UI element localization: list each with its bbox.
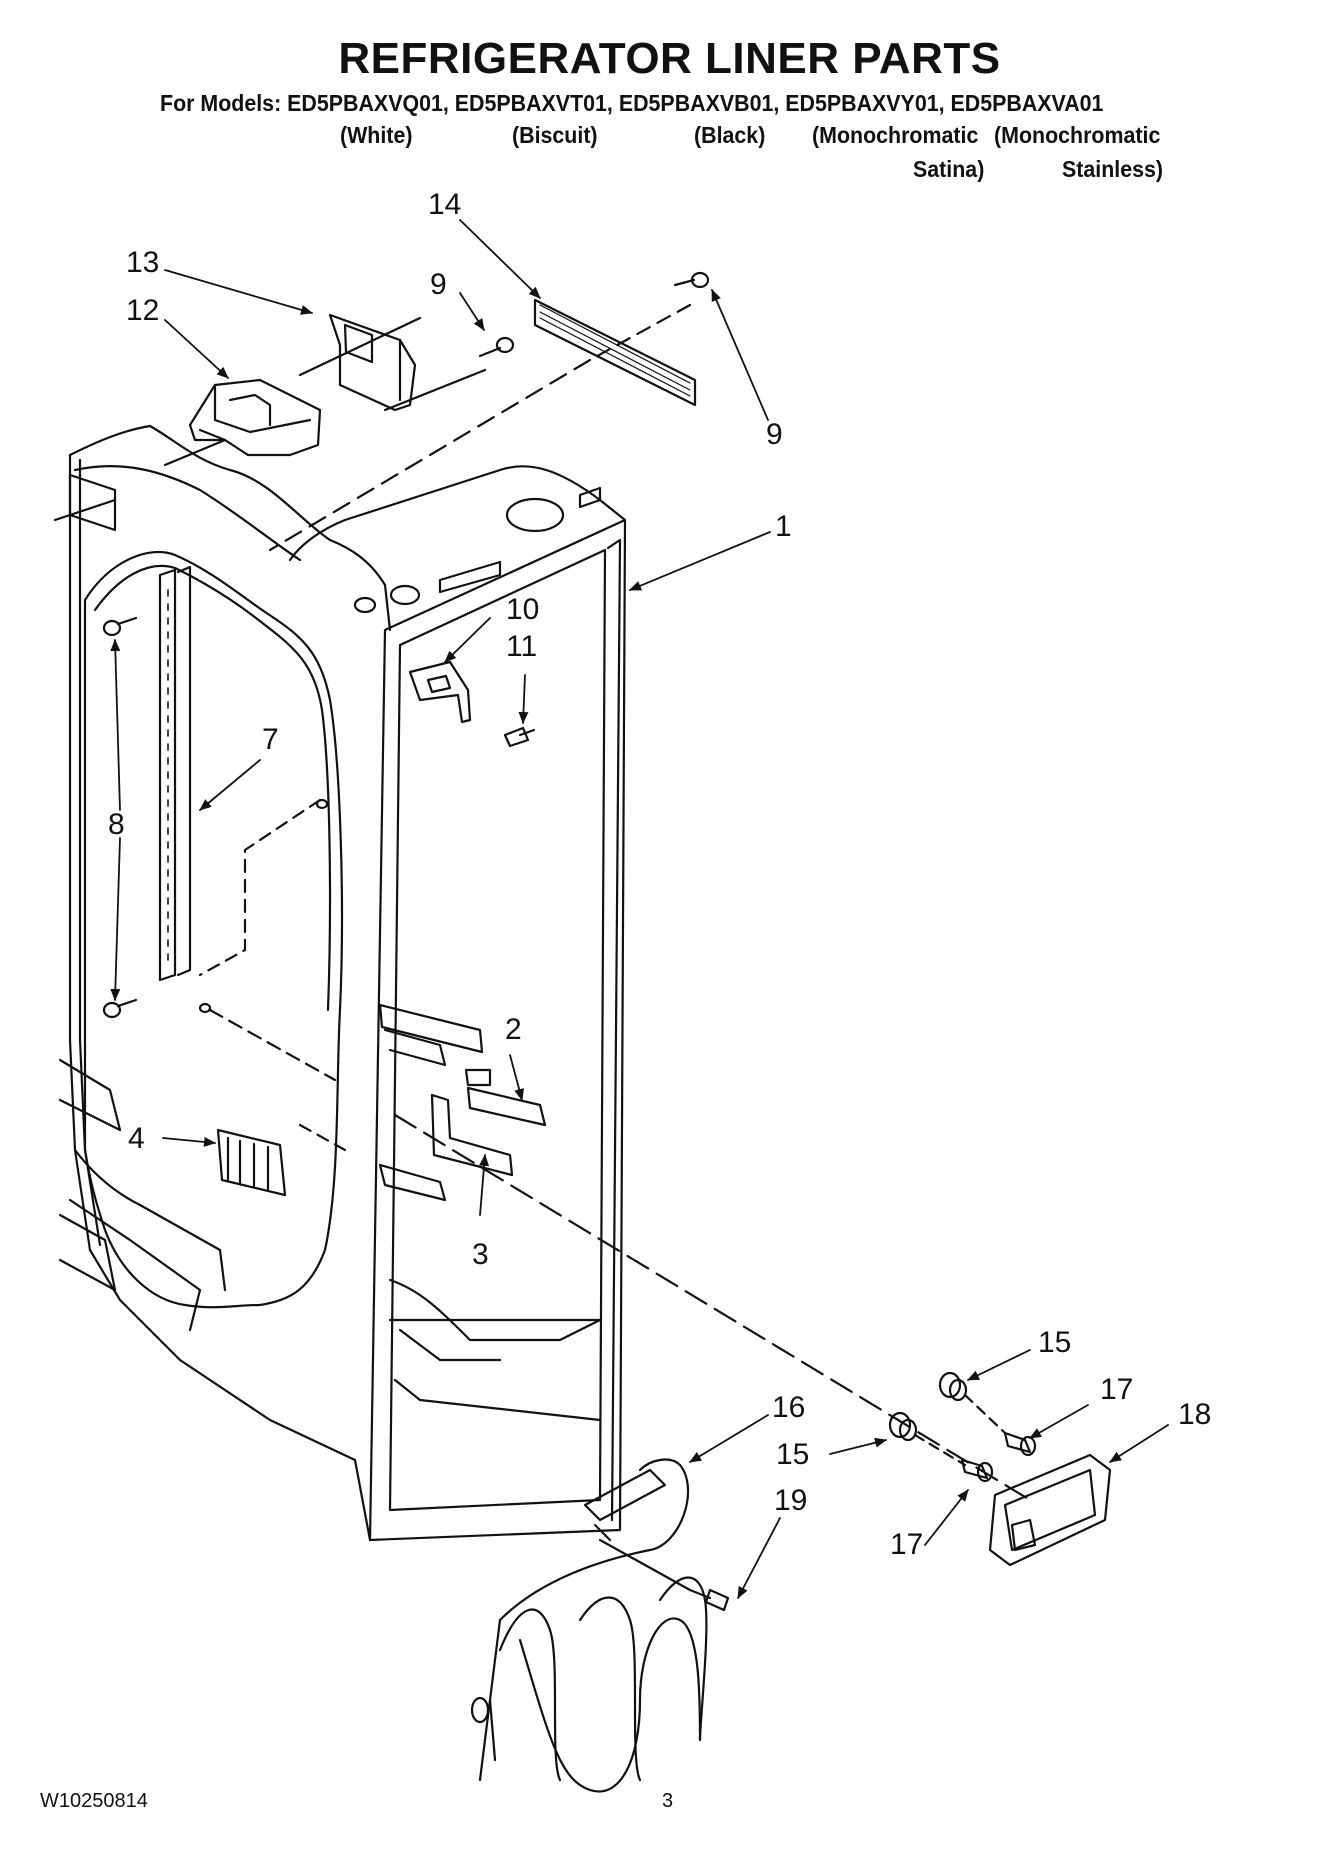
variant-white: (White) [340, 122, 413, 148]
variant-mono-satina-line1: (Monochromatic [812, 122, 979, 148]
callout-9-left: 9 [430, 268, 447, 301]
callout-18: 18 [1178, 1398, 1212, 1431]
part-17-screw-bottom [960, 1458, 994, 1483]
part-2-bracket [464, 1068, 547, 1127]
callout-19: 19 [774, 1484, 808, 1517]
callout-12: 12 [126, 294, 160, 327]
callout-3: 3 [472, 1238, 489, 1271]
leader-arrows [110, 219, 1169, 1599]
callout-17-top: 17 [1100, 1373, 1134, 1406]
page-number: 3 [662, 1790, 674, 1812]
variant-black: (Black) [694, 122, 766, 148]
callout-9-right: 9 [766, 418, 783, 451]
callout-14: 14 [428, 188, 462, 221]
variant-mono-satina-line2: Satina) [913, 156, 985, 182]
callout-10: 10 [506, 593, 540, 626]
part-3-bracket [430, 1093, 514, 1177]
shelf-support-upper [378, 1003, 484, 1067]
callout-11: 11 [506, 630, 538, 663]
part-17-screw-top [1003, 1431, 1037, 1457]
part-15-bushing-top [938, 1371, 968, 1402]
part-9-screw-left [478, 336, 515, 358]
part-13-cover [328, 313, 417, 412]
callout-15-top: 15 [1038, 1326, 1072, 1359]
part-12-housing [188, 378, 322, 457]
liner-cabinet [53, 424, 627, 1542]
rail-part-7 [158, 565, 192, 982]
screw-part-8-bottom [102, 998, 138, 1019]
callout-1: 1 [775, 510, 792, 543]
variant-biscuit: (Biscuit) [512, 122, 598, 148]
callout-13: 13 [126, 246, 160, 279]
part-19-screw [688, 1588, 730, 1612]
part-18-cover [988, 1453, 1112, 1567]
part-9-screw-right [673, 271, 710, 289]
callout-15-mid: 15 [776, 1438, 810, 1471]
part-11-screw [503, 726, 536, 748]
callout-4: 4 [128, 1122, 145, 1155]
variant-mono-stainless-line2: Stainless) [1062, 156, 1164, 182]
part-16-heater [470, 1458, 708, 1793]
part-10-bracket [408, 660, 472, 724]
callout-17-bottom: 17 [890, 1528, 924, 1561]
callout-8: 8 [108, 808, 125, 841]
callout-7: 7 [262, 723, 279, 756]
models-line: For Models: ED5PBAXVQ01, ED5PBAXVT01, ED… [160, 90, 1104, 116]
callout-16: 16 [772, 1391, 806, 1424]
screw-part-8-top [102, 616, 138, 637]
part-15-bushing-mid [888, 1411, 918, 1442]
part-4-bracket [216, 1128, 287, 1197]
page-title: REFRIGERATOR LINER PARTS [338, 34, 1001, 83]
part-14-strip [533, 298, 697, 407]
variant-mono-stainless-line1: (Monochromatic [994, 122, 1161, 148]
document-number: W10250814 [40, 1790, 148, 1812]
callout-2: 2 [505, 1013, 522, 1046]
shelf-support-lower [378, 1163, 447, 1202]
